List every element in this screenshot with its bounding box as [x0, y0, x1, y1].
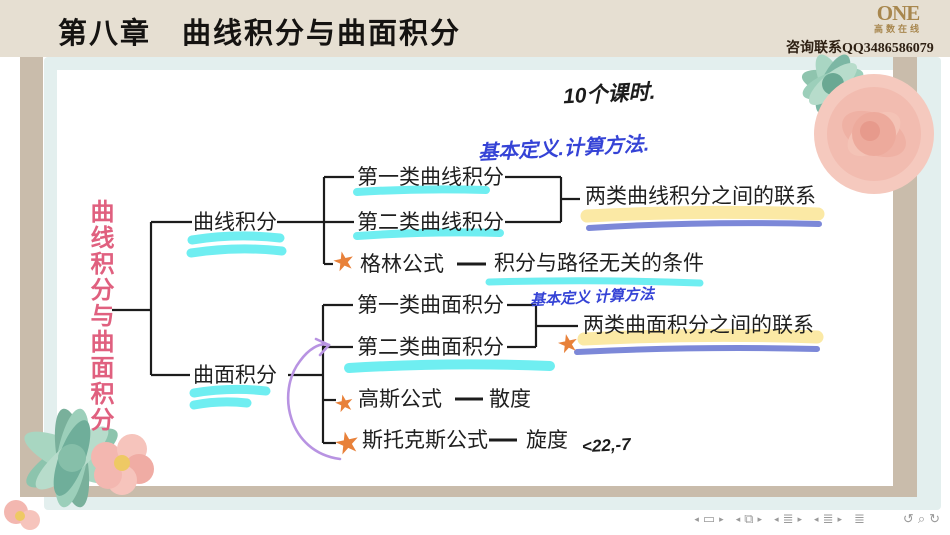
pages-icon[interactable]: ⧉	[744, 511, 754, 526]
node-green-formula: 格林公式	[360, 253, 444, 276]
logo-subtitle: 高数在线	[873, 24, 922, 34]
prev-slide-icon[interactable]: ◂	[694, 513, 699, 524]
star-icon: ★	[554, 327, 582, 361]
redo-icon[interactable]: ↻	[929, 511, 940, 526]
node-stokes-formula: 斯托克斯公式	[362, 429, 488, 452]
presentation-toolbar: ◂ ▭ ▸ ◂ ⧉ ▸ ◂ ≣ ▸ ◂ ≣ ▸ ≣ ↺ ⌕ ↻	[694, 511, 940, 527]
topic-icon[interactable]: ≣	[782, 511, 794, 526]
prev-page-icon[interactable]: ◂	[735, 513, 741, 524]
node-stokes-detail: 旋度	[526, 429, 568, 452]
nav-group-pages: ◂ ⧉ ▸	[736, 511, 762, 527]
chapter-title: 第八章 曲线积分与曲面积分	[58, 18, 462, 50]
nav-group-slide: ◂ ▭ ▸	[694, 511, 723, 527]
nav-group-topic: ◂ ≣ ▸	[774, 511, 802, 527]
prev-topic-icon[interactable]: ◂	[774, 513, 779, 524]
slide-icon[interactable]: ▭	[702, 511, 716, 526]
mindmap-root-label: 曲线积分与曲面积分	[86, 199, 113, 433]
node-curve-type1: 第一类曲线积分	[357, 166, 504, 189]
contact-qq-text: 咨询联系QQ3486586079	[786, 41, 934, 56]
node-curve-integral: 曲线积分	[193, 211, 277, 234]
logo-text: ONE	[876, 1, 921, 25]
nav-group-branch: ◂ ≣ ▸	[814, 511, 842, 527]
node-gauss-detail: 散度	[489, 388, 531, 411]
decorative-frame	[20, 14, 917, 497]
node-surface-relation: 两类曲面积分之间的联系	[583, 314, 814, 337]
handwriting-vector-note: <22,-7	[581, 434, 632, 457]
next-slide-icon[interactable]: ▸	[719, 513, 724, 524]
nav-group-view: ↺ ⌕ ↻	[903, 511, 940, 527]
next-branch-icon[interactable]: ▸	[837, 513, 842, 524]
brand-logo: ONE 高数在线	[858, 2, 938, 34]
zoom-icon[interactable]: ⌕	[917, 511, 926, 526]
branch-icon[interactable]: ≣	[822, 511, 834, 526]
star-icon: ★	[331, 388, 357, 418]
node-green-detail: 积分与路径无关的条件	[494, 252, 704, 275]
node-surface-type1: 第一类曲面积分	[357, 294, 504, 317]
undo-icon[interactable]: ↺	[902, 511, 914, 526]
node-surface-type2: 第二类曲面积分	[357, 336, 504, 359]
prev-branch-icon[interactable]: ◂	[814, 513, 819, 524]
next-topic-icon[interactable]: ▸	[797, 513, 803, 524]
star-icon: ★	[329, 243, 359, 279]
handwriting-hours: 10个课时.	[562, 80, 656, 109]
slide-content-area	[57, 70, 893, 487]
outline-icon[interactable]: ≣	[854, 511, 865, 526]
header-bar: 第八章 曲线积分与曲面积分 ONE 高数在线 咨询联系QQ3486586079	[0, 0, 950, 57]
node-curve-relation: 两类曲线积分之间的联系	[585, 185, 816, 208]
next-page-icon[interactable]: ▸	[757, 513, 763, 524]
node-surface-integral: 曲面积分	[193, 364, 277, 387]
node-curve-type2: 第二类曲线积分	[357, 211, 504, 234]
node-gauss-formula: 高斯公式	[358, 388, 442, 411]
